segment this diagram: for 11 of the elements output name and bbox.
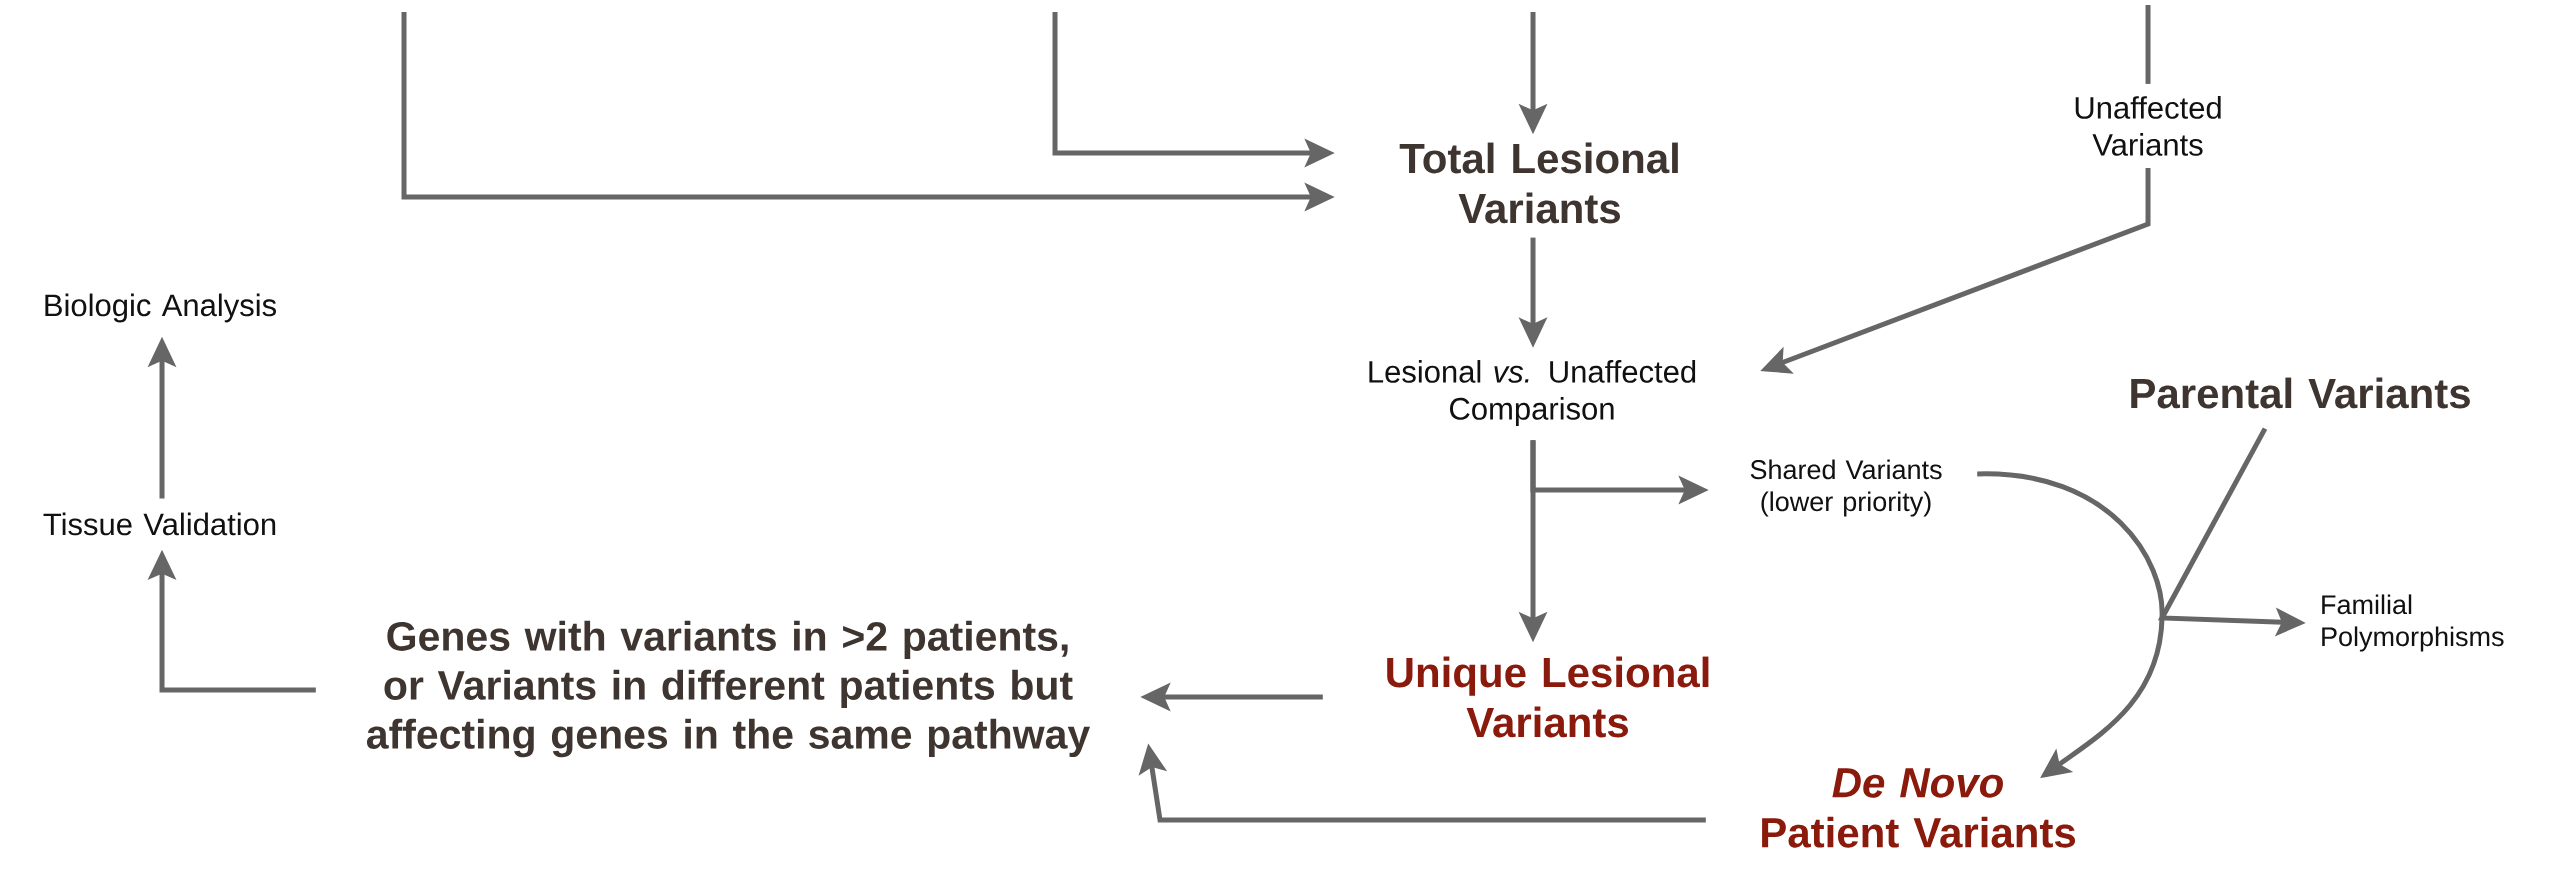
- step-label: Total Lesional Variants: [1399, 142, 1678, 224]
- result-label: Genes with variants in >2 patients, or Variants in different patients but affecting genes in the same pathway: [366, 620, 1090, 758]
- step-label: Familial Polymorphisms: [2322, 594, 2504, 652]
- step-label: Unaffected Variants: [2075, 96, 2221, 156]
- result-label: Unique Lesional Variants: [1387, 656, 1709, 738]
- step-label: Shared Variants (lower priority): [1750, 459, 1942, 517]
- step-label: Tissue Validation: [43, 512, 276, 536]
- result-label: De Novo Patient Variants: [1762, 768, 2076, 848]
- step-label: Lesional vs. Unaffected Comparison: [1369, 360, 1696, 426]
- step-label: Parental Variants: [2131, 377, 2470, 409]
- step-label: Biologic Analysis: [45, 293, 276, 323]
